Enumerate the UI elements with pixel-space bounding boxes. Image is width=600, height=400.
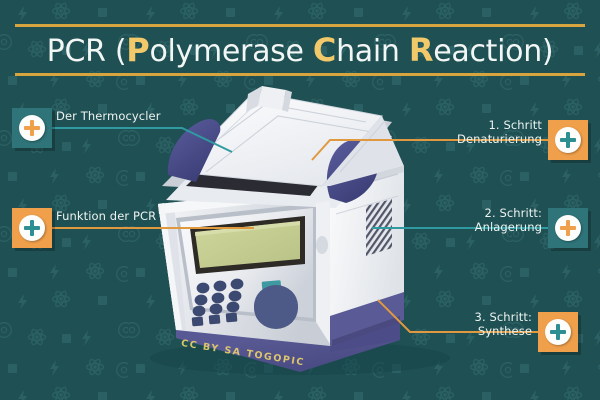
label-line-2: Synthese [477,323,532,338]
title-part-6: eaction) [433,34,554,69]
page-title: PCR (Polymerase Chain Reaction) [0,28,600,72]
plus-icon-bar-vertical [565,220,571,236]
title-part-3: C [312,31,337,69]
plus-icon-bar-vertical [29,220,35,236]
label-line-2: Anlagerung [474,219,542,234]
label-line-1: Der Thermocycler [56,109,161,123]
title-part-1: P [126,31,150,69]
label-line-1: Funktion der PCR [56,209,157,223]
label-schritt-3-synthese[interactable]: 3. Schritt: Synthese [332,310,532,338]
label-line-2: Denaturierung [457,131,542,146]
label-schritt-2-anlagerung[interactable]: 2. Schritt: Anlagerung [342,206,542,234]
title-part-2: olymerase [149,34,313,69]
label-line-1: 3. Schritt: [474,310,532,324]
hotspot-der-thermocycler[interactable] [12,108,52,148]
plus-icon [19,215,45,241]
hotspot-schritt-3-synthese[interactable] [538,312,578,352]
title-part-4: hain [336,34,409,69]
plus-icon [545,319,571,345]
plus-icon [19,115,45,141]
plus-icon [555,215,581,241]
plus-icon-bar-vertical [555,324,561,340]
title-part-5: R [408,31,434,69]
hotspot-schritt-2-anlagerung[interactable] [548,208,588,248]
plus-icon [555,127,581,153]
title-part-0: PCR ( [46,34,127,69]
label-schritt-1-denaturierung[interactable]: 1. Schritt Denaturierung [342,118,542,146]
label-funktion-der-pcr[interactable]: Funktion der PCR [56,209,157,224]
label-der-thermocycler[interactable]: Der Thermocycler [56,109,161,124]
hotspot-schritt-1-denaturierung[interactable] [548,120,588,160]
hotspot-funktion-der-pcr[interactable] [12,208,52,248]
plus-icon-bar-vertical [565,132,571,148]
plus-icon-bar-vertical [29,120,35,136]
label-line-1: 1. Schritt [488,118,542,132]
title-rule-bottom [15,73,585,76]
label-line-1: 2. Schritt: [484,206,542,220]
title-rule-top [15,24,585,27]
